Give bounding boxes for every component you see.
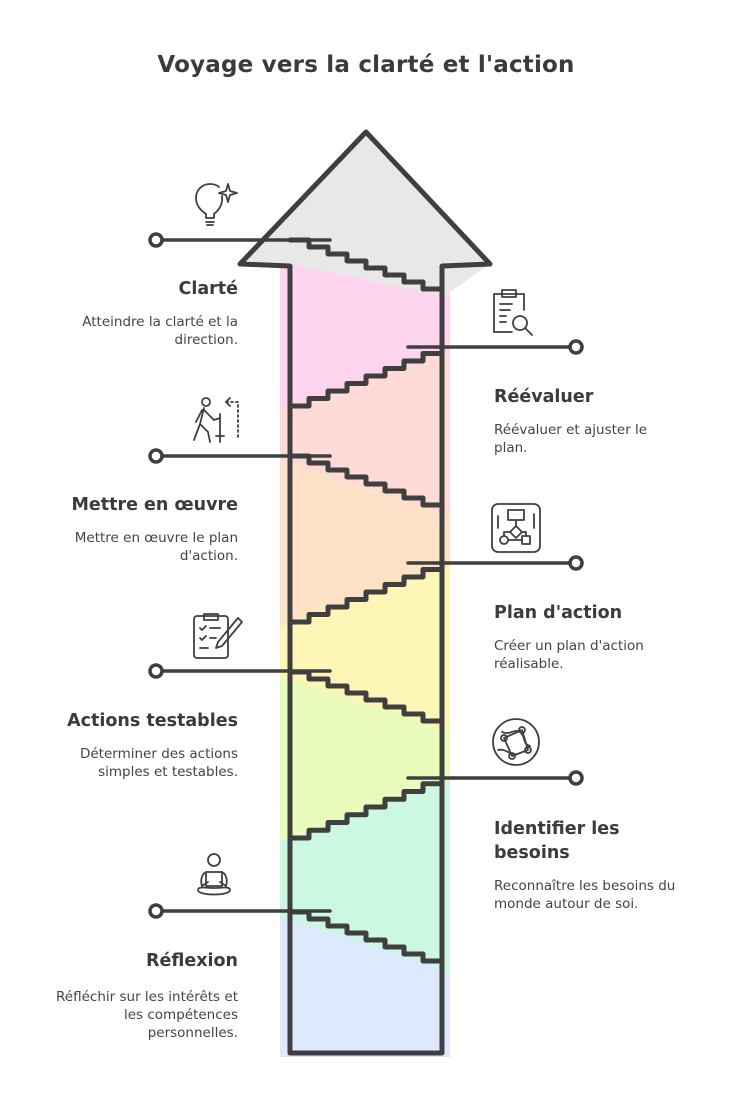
- flowchart-icon: [491, 503, 541, 553]
- clipboard-search-icon: [493, 289, 533, 336]
- connector-dot-mettre: [148, 448, 164, 464]
- band-reflexion: [280, 906, 450, 1057]
- connector-dot-actions: [148, 663, 164, 679]
- stair-divider: [287, 773, 445, 841]
- stage-heading-reflexion: Réflexion: [146, 951, 238, 971]
- stage-description-plan: Créer un plan d'action réalisable.: [494, 638, 644, 672]
- connector-dot-reflexion: [148, 903, 164, 919]
- stage-heading-reevaluer: Réévaluer: [494, 387, 594, 407]
- stage-description-identifier: Reconnaître les besoins du monde autour …: [494, 878, 676, 912]
- arrow-outline: [237, 129, 493, 1056]
- connector-dot-identifier: [568, 770, 584, 786]
- stair-divider: [287, 237, 445, 299]
- stair-divider: [287, 453, 445, 515]
- stage-description-reevaluer: Réévaluer et ajuster le plan.: [494, 422, 648, 456]
- stage-description-actions: Déterminer des actions simples et testab…: [79, 746, 238, 780]
- stair-divider: [287, 559, 445, 625]
- connector-dot-reevaluer: [568, 339, 584, 355]
- band-plan: [280, 556, 450, 732]
- arrow-head-fill: [240, 132, 490, 296]
- stage-heading-clarte: Clarté: [178, 279, 238, 299]
- stair-divider: [287, 669, 445, 731]
- stage-heading-mettre: Mettre en œuvre: [71, 495, 238, 515]
- band-reevaluer: [280, 340, 450, 516]
- stage-heading-identifier: Identifier les besoins: [494, 819, 620, 863]
- connector-dot-plan: [568, 555, 584, 571]
- stage-description-reflexion: Réfléchir sur les intérêts et les compét…: [56, 989, 238, 1041]
- hiker-icon: [193, 397, 239, 443]
- globe-network-icon: [492, 718, 540, 766]
- stage-description-clarte: Atteindre la clarté et la direction.: [82, 314, 238, 348]
- diagram-title: Voyage vers la clarté et l'action: [157, 52, 575, 78]
- connector-dot-clarte: [148, 232, 164, 248]
- stair-divider: [287, 909, 445, 971]
- stage-heading-plan: Plan d'action: [494, 603, 623, 623]
- meditation-icon: [197, 853, 231, 896]
- lightbulb-icon: [195, 183, 238, 226]
- checklist-pencil-icon: [193, 613, 243, 659]
- stage-heading-actions: Actions testables: [67, 711, 238, 731]
- stair-divider: [287, 343, 445, 409]
- stage-description-mettre: Mettre en œuvre le plan d'action.: [74, 530, 238, 564]
